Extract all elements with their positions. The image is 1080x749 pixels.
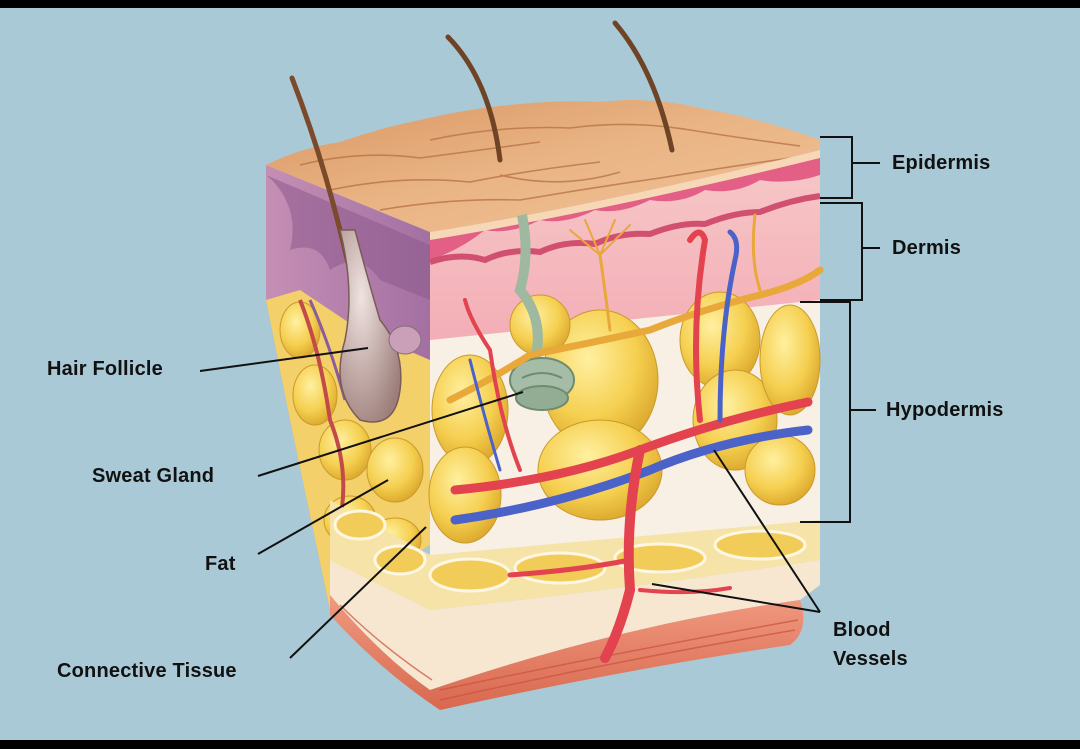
label-connective-tissue: Connective Tissue bbox=[57, 660, 237, 682]
sweat-gland bbox=[509, 214, 575, 411]
label-fat: Fat bbox=[205, 553, 236, 575]
label-sweat-gland: Sweat Gland bbox=[92, 465, 215, 487]
nerves bbox=[446, 213, 824, 404]
label-dermis: Dermis bbox=[892, 237, 962, 259]
leader-lines bbox=[199, 347, 821, 659]
layer-brackets bbox=[800, 136, 880, 523]
label-blood-vessels: Blood Vessels bbox=[833, 619, 908, 670]
label-hypodermis: Hypodermis bbox=[886, 399, 1004, 421]
label-epidermis: Epidermis bbox=[892, 152, 991, 174]
label-hair-follicle: Hair Follicle bbox=[47, 358, 163, 380]
skin-cross-section-illustration bbox=[199, 20, 880, 710]
hair-follicle-bulb bbox=[339, 229, 422, 423]
diagram-panel: Epidermis Dermis Hypodermis Hair Follicl… bbox=[0, 8, 1080, 740]
blood-vessels bbox=[450, 229, 813, 663]
